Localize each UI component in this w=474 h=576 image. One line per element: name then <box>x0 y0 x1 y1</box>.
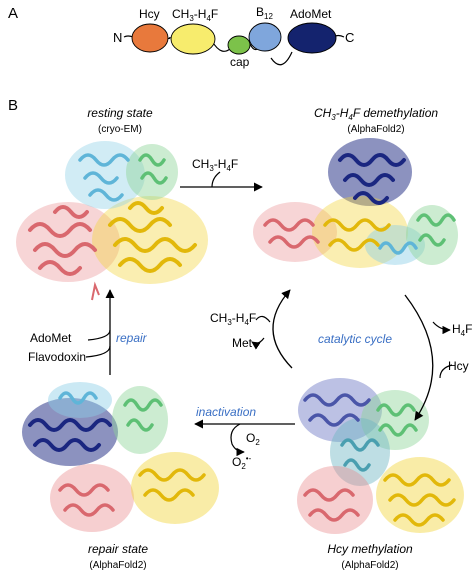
ch3h4f-top-label: CH3-H4F <box>192 157 238 173</box>
demethylation-method: (AlphaFold2) <box>347 124 404 135</box>
folate-domain-shape <box>170 23 216 55</box>
panel-b-letter: B <box>8 97 18 114</box>
repair-state-method: (AlphaFold2) <box>89 560 146 571</box>
catalytic-cycle-arrows <box>251 289 453 421</box>
met-label: Met <box>232 336 253 350</box>
hcy-domain-shape <box>131 23 169 53</box>
repair-label: repair <box>116 331 148 345</box>
adomet-label: AdoMet <box>30 331 72 345</box>
superoxide-label: O2•- <box>232 454 252 471</box>
arrow-ch3h4f-binding <box>180 171 263 192</box>
inactivation-label: inactivation <box>196 405 256 419</box>
ch3h4f-mid-label: CH3-H4F <box>210 311 256 327</box>
o2-label: O2 <box>246 431 260 447</box>
demethylation-title: CH3-H4F demethylation <box>314 106 438 122</box>
h4f-label: H4F <box>452 322 472 338</box>
c-terminus: C <box>345 30 354 45</box>
flavodoxin-label: Flavodoxin <box>28 350 86 364</box>
catalytic-cycle-label: catalytic cycle <box>318 332 392 346</box>
arrow-inactivation <box>194 419 295 457</box>
resting-state-structure <box>16 141 208 301</box>
cap-domain-shape <box>227 35 251 55</box>
panel-a-letter: A <box>8 5 18 22</box>
b12-domain-shape <box>248 22 282 52</box>
arrow-repair <box>85 289 115 375</box>
n-terminus: N <box>113 30 122 45</box>
hcy-domain-label: Hcy <box>139 7 160 21</box>
hcy-methylation-structure <box>297 378 464 534</box>
b12-domain-label: B12 <box>256 5 273 21</box>
resting-state-method: (cryo-EM) <box>98 124 142 135</box>
resting-state-title: resting state <box>87 106 153 120</box>
folate-domain-label: CH3-H4F <box>172 7 218 23</box>
adomet-domain-label: AdoMet <box>290 7 332 21</box>
cap-domain-label: cap <box>230 55 250 69</box>
repair-state-structure <box>22 382 219 532</box>
hcy-label: Hcy <box>448 359 469 373</box>
adomet-domain-shape <box>287 22 337 54</box>
hcy-methylation-title: Hcy methylation <box>327 542 413 556</box>
hcy-methylation-method: (AlphaFold2) <box>341 560 398 571</box>
demethylation-structure <box>253 138 458 268</box>
repair-state-title: repair state <box>88 542 148 556</box>
domain-map: N C Hcy CH3-H4F cap B12 AdoMet <box>113 5 354 69</box>
